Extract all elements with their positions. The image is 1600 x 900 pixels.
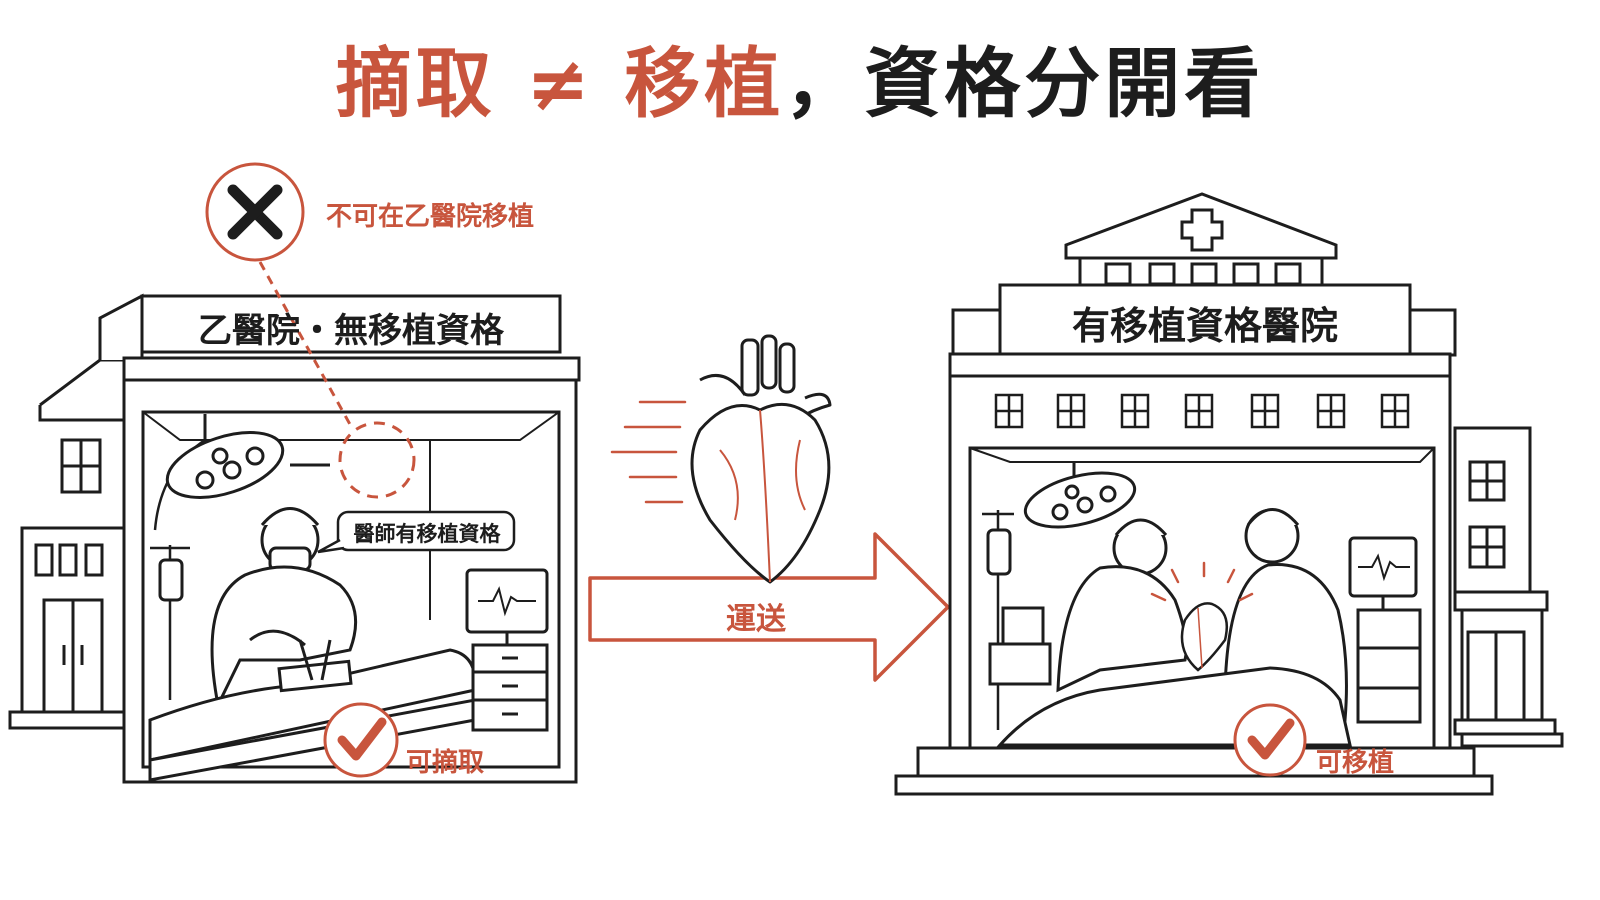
- transport-label: 運送: [726, 602, 786, 637]
- right-hospital: [894, 192, 1564, 796]
- cross-icon: [227, 184, 283, 240]
- check-icon: [337, 717, 387, 761]
- title-rest: ，資格分開看: [784, 39, 1265, 128]
- doctor-note: 醫師有移植資格: [353, 522, 501, 546]
- motion-lines: [610, 400, 687, 504]
- right-hospital-sign: 有移植資格醫院: [1071, 304, 1338, 348]
- medical-cross-icon: [1180, 208, 1224, 252]
- left-check-marker: [323, 702, 399, 778]
- not-allowed-note: 不可在乙醫院移植: [326, 202, 535, 232]
- heart-icon: [690, 334, 832, 584]
- page-title: 摘取 ≠ 移植，資格分開看: [0, 22, 1600, 132]
- extract-label: 可摘取: [406, 748, 485, 778]
- heart-glow-lines: [1150, 561, 1254, 602]
- transport-arrow: [588, 532, 950, 682]
- doctor-qualified-callout: [317, 510, 516, 554]
- transplant-heart-icon: [1180, 602, 1229, 672]
- right-check-marker: [1233, 703, 1307, 777]
- title-highlight: 摘取 ≠ 移植: [335, 39, 785, 128]
- not-allowed-marker: [205, 162, 416, 499]
- transplant-label: 可移植: [1316, 748, 1395, 778]
- left-hospital-sign: 乙醫院・無移植資格: [198, 311, 504, 351]
- check-icon: [1247, 718, 1295, 760]
